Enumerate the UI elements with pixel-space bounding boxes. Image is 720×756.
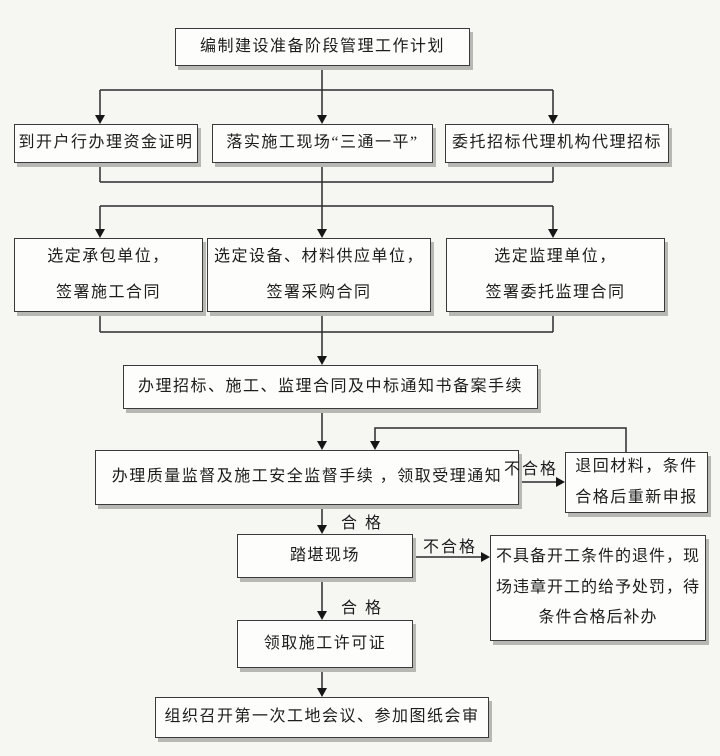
arrowhead-to-fund — [95, 115, 105, 124]
connector-plan-to-bus — [99, 66, 554, 115]
label-fail-sitevisit: 不合格 — [423, 539, 478, 556]
arrowhead-to-return-material — [556, 477, 565, 487]
label-pass-sitevisit: 合 格 — [341, 600, 384, 617]
node-fund-certificate: 到开户行办理资金证明 — [14, 124, 198, 163]
node-construction-permit: 领取施工许可证 — [237, 620, 413, 668]
label-fail-quality: 不合格 — [504, 461, 559, 478]
node-return-line2: 合格后重新申报 — [575, 488, 698, 506]
connector-row2-converge — [99, 312, 554, 356]
node-quality-text: 办理质量监督及施工安全监督手续 ，领取受理通知 — [111, 468, 503, 486]
connector-row1-collect — [99, 163, 554, 229]
node-supplier-line2: 签署采购合同 — [266, 283, 372, 301]
node-reject-line3: 条件合格后补办 — [538, 609, 658, 627]
arrowhead-to-reject — [481, 552, 490, 562]
node-site-text: 落实施工现场“三通一平” — [226, 134, 419, 152]
arrowhead-to-permit — [317, 611, 327, 620]
node-reject-handling: 不具备开工条件的退件，现 场违章开工的给予处罚，待 条件合格后补办 — [490, 535, 706, 641]
arrowhead-to-site — [317, 115, 327, 124]
node-return-materials: 退回材料，条件 合格后重新申报 — [565, 452, 708, 513]
node-meeting-text: 组织召开第一次工地会议、参加图纸会审 — [164, 708, 480, 726]
node-reject-line1: 不具备开工条件的退件，现 — [495, 548, 700, 566]
node-quality-supervision: 办理质量监督及施工安全监督手续 ，领取受理通知 — [95, 450, 519, 505]
node-supervisor-line1: 选定监理单位， — [494, 248, 617, 266]
arrowhead-to-supplier — [317, 229, 327, 238]
node-reject-line2: 场违章开工的给予处罚，待 — [495, 578, 700, 596]
connector-feedback-loop — [374, 427, 627, 452]
arrowhead-to-site-visit — [317, 525, 327, 534]
node-supplier: 选定设备、材料供应单位， 签署采购合同 — [207, 238, 431, 312]
node-plan-text: 编制建设准备阶段管理工作计划 — [199, 37, 445, 55]
node-contractor-line2: 签署施工合同 — [55, 283, 161, 301]
node-permit-text: 领取施工许可证 — [263, 634, 387, 652]
node-supervisor: 选定监理单位， 签署委托监理合同 — [446, 238, 665, 312]
node-bidding-agent: 委托招标代理机构代理招标 — [445, 124, 669, 163]
node-site-visit: 踏堪现场 — [237, 534, 413, 578]
node-contractor-line1: 选定承包单位， — [47, 248, 170, 266]
arrowhead-to-contractor — [95, 229, 105, 238]
node-first-meeting: 组织召开第一次工地会议、参加图纸会审 — [155, 697, 489, 738]
node-plan: 编制建设准备阶段管理工作计划 — [175, 28, 470, 66]
label-pass-quality: 合 格 — [341, 515, 384, 532]
node-supplier-line1: 选定设备、材料供应单位， — [213, 248, 424, 266]
node-site-preparation: 落实施工现场“三通一平” — [212, 124, 433, 163]
node-agent-text: 委托招标代理机构代理招标 — [451, 134, 662, 152]
node-contractor: 选定承包单位， 签署施工合同 — [14, 238, 203, 312]
arrowhead-to-supervisor — [548, 229, 558, 238]
arrowhead-to-agent — [548, 115, 558, 124]
arrowhead-to-meeting — [317, 688, 327, 697]
node-filing-text: 办理招标、施工、监理合同及中标通知书备案手续 — [137, 377, 523, 395]
arrowhead-to-filing — [317, 356, 327, 365]
node-contract-filing: 办理招标、施工、监理合同及中标通知书备案手续 — [123, 365, 538, 409]
arrowhead-feedback-to-quality — [370, 441, 380, 450]
node-supervisor-line2: 签署委托监理合同 — [485, 283, 626, 301]
arrowhead-to-quality — [317, 441, 327, 450]
node-fund-text: 到开户行办理资金证明 — [18, 134, 194, 152]
node-site-visit-text: 踏堪现场 — [289, 546, 360, 564]
node-return-line1: 退回材料，条件 — [575, 458, 698, 476]
